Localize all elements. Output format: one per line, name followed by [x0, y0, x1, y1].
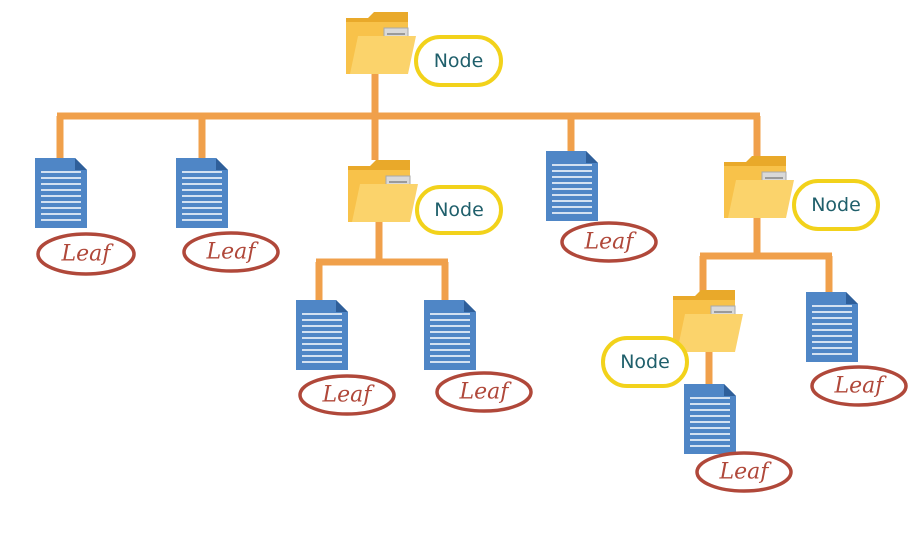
leaf-label: Leaf — [435, 371, 533, 413]
leaf-label-text: Leaf — [322, 383, 376, 408]
node-label-text: Node — [434, 50, 484, 72]
leaf-label-text: Leaf — [584, 230, 638, 255]
document-icon — [423, 299, 477, 371]
node-label: Node — [792, 179, 880, 231]
connectors — [56, 70, 833, 384]
leaf-label: Leaf — [182, 231, 280, 273]
node-label: Node — [415, 185, 503, 235]
node-label-text: Node — [434, 199, 484, 221]
node-label-text: Node — [811, 194, 861, 216]
document-icon — [683, 383, 737, 455]
leaf-label: Leaf — [36, 232, 136, 276]
folder-icon — [723, 155, 795, 219]
leaf-label: Leaf — [695, 451, 793, 493]
leaf-label-text: Leaf — [206, 240, 260, 265]
leaf-label-text: Leaf — [61, 242, 115, 267]
leaf-label: Leaf — [810, 365, 908, 407]
leaf-label-text: Leaf — [834, 374, 888, 399]
node-label: Node — [414, 35, 503, 87]
leaf-label: Leaf — [560, 221, 658, 263]
folder-icon — [347, 159, 419, 223]
node-label: Node — [601, 336, 689, 388]
document-icon — [295, 299, 349, 371]
leaf-label-text: Leaf — [459, 380, 513, 405]
leaf-label: Leaf — [298, 374, 396, 416]
document-icon — [175, 157, 229, 229]
document-icon — [34, 157, 88, 229]
node-label-text: Node — [620, 351, 670, 373]
document-icon — [805, 291, 859, 363]
folder-icon — [345, 11, 417, 75]
folder-icon — [672, 289, 744, 353]
leaf-label-text: Leaf — [719, 460, 773, 485]
document-icon — [545, 150, 599, 222]
